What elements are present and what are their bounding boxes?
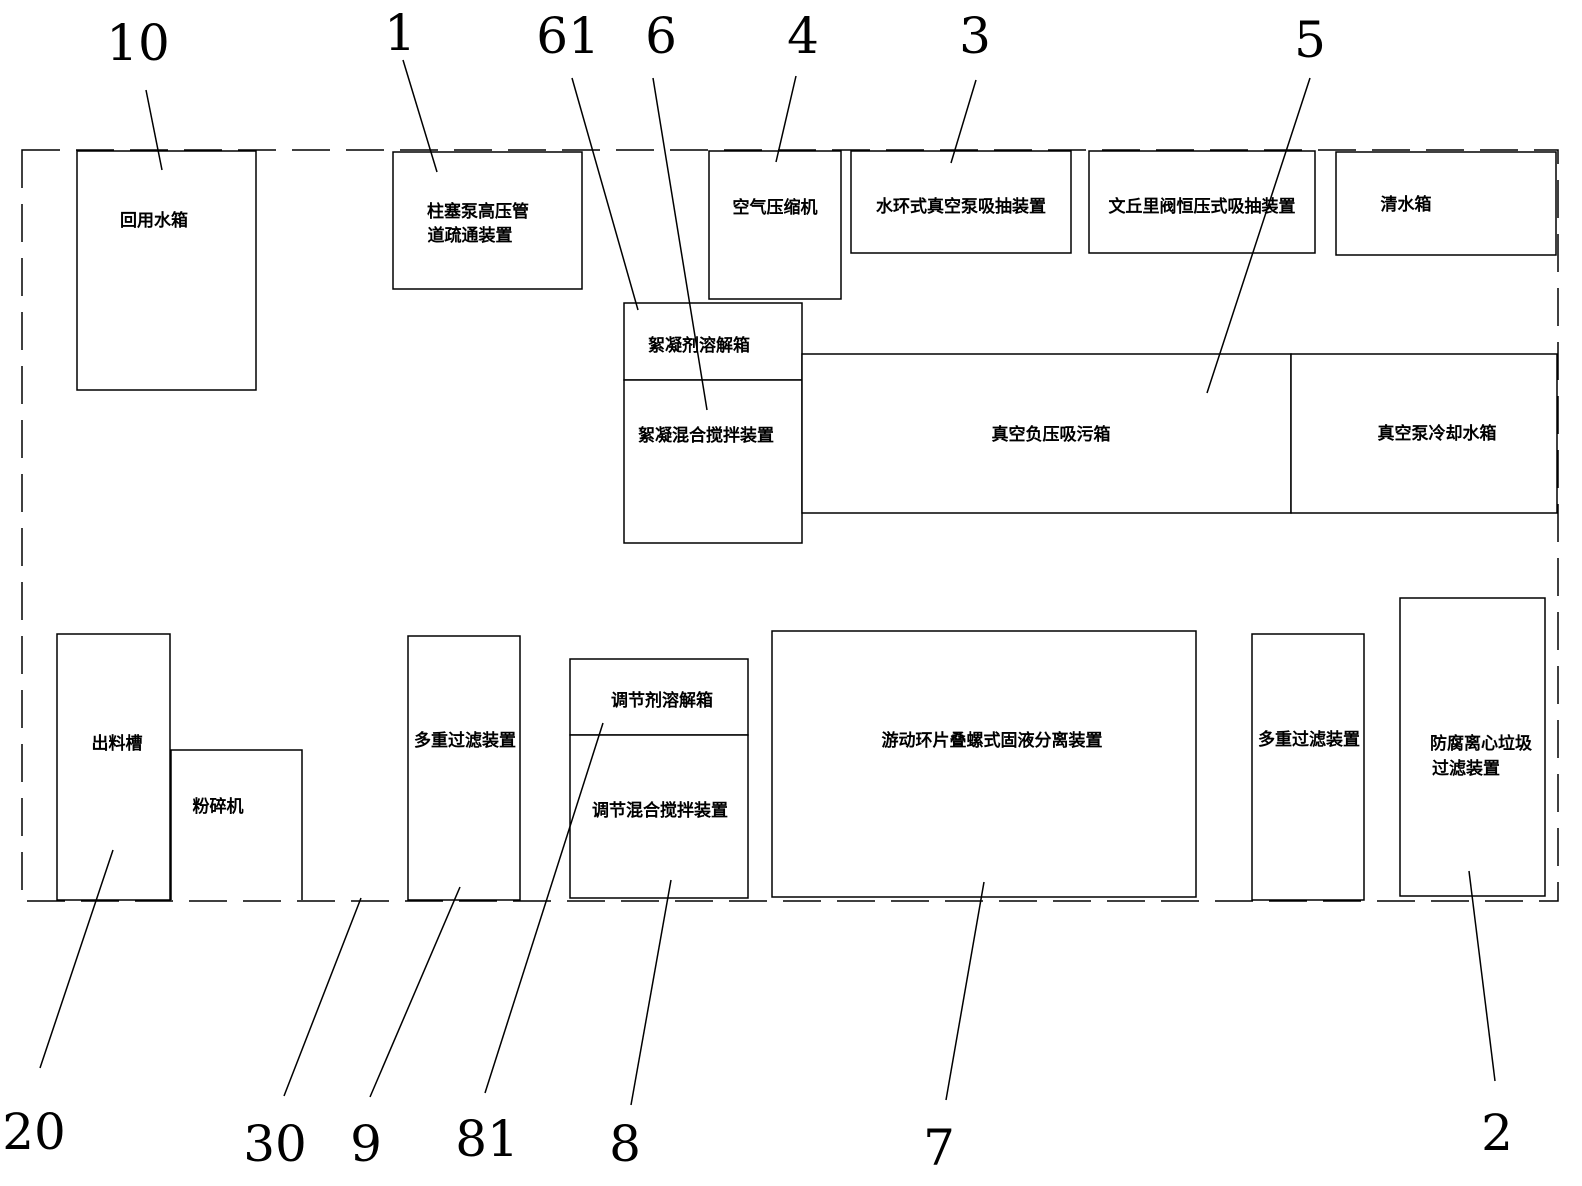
ref-81: 81 xyxy=(455,1110,519,1168)
vacuum-sewage-box-label: 真空负压吸污箱 xyxy=(992,424,1111,445)
ref-6: 6 xyxy=(645,7,677,65)
multi-filter-left: 多重过滤装置 xyxy=(407,635,521,901)
ref-4: 4 xyxy=(787,7,819,65)
flocculant-tank-label: 絮凝剂溶解箱 xyxy=(648,335,750,356)
air-compressor-label: 空气压缩机 xyxy=(733,197,818,218)
ref-20: 20 xyxy=(2,1103,66,1161)
leader-5 xyxy=(1206,77,1311,394)
ref-61: 61 xyxy=(536,7,600,65)
water-ring-vacuum-label: 水环式真空泵吸抽装置 xyxy=(876,196,1046,217)
leader-4 xyxy=(775,75,797,163)
vacuum-cooling-tank-label: 真空泵冷却水箱 xyxy=(1378,423,1497,444)
vehicle-outline-frame xyxy=(21,149,1559,902)
centrifugal-garbage-filter: 防腐离心垃圾 过滤装置 xyxy=(1399,597,1546,897)
flocculation-mixer: 絮凝混合搅拌装置 xyxy=(623,379,803,544)
leader-6 xyxy=(652,77,708,411)
ref-8: 8 xyxy=(609,1115,641,1173)
reuse-water-tank-label: 回用水箱 xyxy=(120,210,188,231)
venturi-suction-label: 文丘里阀恒压式吸抽装置 xyxy=(1109,196,1296,217)
plunger-pump-label-line1: 柱塞泵高压管 xyxy=(427,201,529,222)
reference-numbers: 10 1 61 6 4 3 5 20 30 9 81 8 7 2 xyxy=(2,4,1513,1177)
ref-9: 9 xyxy=(350,1115,382,1173)
vacuum-sewage-box: 真空负压吸污箱 xyxy=(801,353,1292,514)
leader-9 xyxy=(369,886,461,1098)
leader-20 xyxy=(39,849,114,1069)
discharge-trough: 出料槽 xyxy=(56,633,171,901)
ref-1: 1 xyxy=(384,4,416,62)
water-ring-vacuum-pump: 水环式真空泵吸抽装置 xyxy=(850,150,1072,254)
leader-3 xyxy=(950,79,977,164)
centrifugal-filter-label-line1: 防腐离心垃圾 xyxy=(1430,733,1533,754)
regulator-mixer-label: 调节混合搅拌装置 xyxy=(592,800,728,821)
screw-separator-label: 游动环片叠螺式固液分离装置 xyxy=(882,730,1103,751)
vacuum-pump-cooling-tank: 真空泵冷却水箱 xyxy=(1290,353,1558,514)
leader-30 xyxy=(283,897,362,1097)
leader-2 xyxy=(1468,870,1496,1082)
discharge-trough-label: 出料槽 xyxy=(92,733,143,754)
crusher-label: 粉碎机 xyxy=(193,796,244,817)
ref-10: 10 xyxy=(106,14,170,72)
multi-filter-right-label: 多重过滤装置 xyxy=(1258,729,1360,750)
leader-1 xyxy=(402,59,438,173)
leader-7 xyxy=(945,881,985,1101)
crusher: 粉碎机 xyxy=(170,749,303,900)
leader-10 xyxy=(145,89,163,171)
plunger-pump-dredger: 柱塞泵高压管 道疏通装置 xyxy=(392,151,583,290)
ref-30: 30 xyxy=(243,1115,307,1173)
regulator-tank-label: 调节剂溶解箱 xyxy=(611,690,713,711)
air-compressor: 空气压缩机 xyxy=(708,150,842,300)
reuse-water-tank: 回用水箱 xyxy=(76,150,257,391)
regulator-mixer: 调节混合搅拌装置 xyxy=(569,734,749,899)
centrifugal-filter-label-line2: 过滤装置 xyxy=(1432,758,1500,779)
ref-7: 7 xyxy=(923,1119,955,1177)
clean-water-tank: 清水箱 xyxy=(1335,151,1557,256)
floc-mixer-label: 絮凝混合搅拌装置 xyxy=(638,425,774,446)
leader-61 xyxy=(571,77,639,311)
ref-2: 2 xyxy=(1481,1104,1513,1162)
clean-water-tank-label: 清水箱 xyxy=(1381,194,1432,215)
leader-8 xyxy=(630,879,672,1106)
leader-81 xyxy=(484,722,604,1094)
flocculant-dissolving-tank: 絮凝剂溶解箱 xyxy=(623,302,803,381)
ref-3: 3 xyxy=(959,7,991,65)
multi-filter-right: 多重过滤装置 xyxy=(1251,633,1365,901)
leader-lines xyxy=(39,59,1496,1106)
multi-filter-left-label: 多重过滤装置 xyxy=(414,730,516,751)
ref-5: 5 xyxy=(1294,11,1326,69)
plunger-pump-label-line2: 道疏通装置 xyxy=(428,225,513,246)
screw-solid-liquid-separator: 游动环片叠螺式固液分离装置 xyxy=(771,630,1197,898)
regulator-dissolving-tank: 调节剂溶解箱 xyxy=(569,658,749,736)
venturi-suction-device: 文丘里阀恒压式吸抽装置 xyxy=(1088,150,1316,254)
